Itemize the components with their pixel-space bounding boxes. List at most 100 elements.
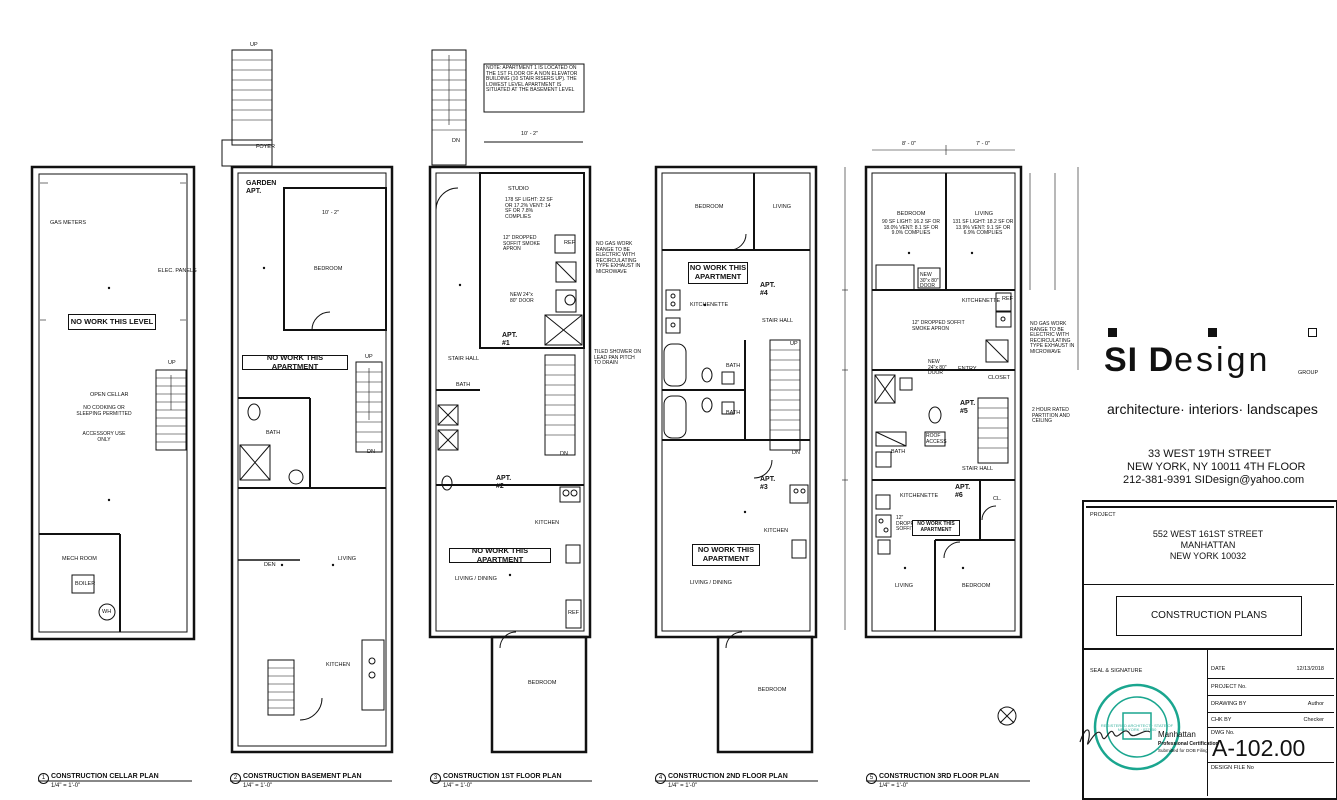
cellar-plan [30,165,196,641]
no-work-box: NO WORK THIS APARTMENT [449,546,551,563]
plan-number: 2 [230,773,241,784]
third-floor-plan [842,145,1079,639]
apartment-note: NOTE: APARTMENT 1 IS LOCATED ON THE 1ST … [486,65,578,93]
apt-1-label: APT. #1 [502,332,518,347]
firm-address-1: 33 WEST 19TH STREET [1148,448,1272,460]
living-label: LIVING [975,211,994,217]
plan-title: CONSTRUCTION CELLAR PLAN [51,773,159,780]
stair-hall-label: STAIR HALL [762,318,794,324]
drawing-by-label: DRAWING BY [1211,701,1247,707]
project-address-3: NEW YORK 10032 [1169,551,1247,561]
drawing-by-value: Author [1307,701,1324,707]
bedroom-info: 90 SF LIGHT: 16.2 SF OR 18.0% VENT: 8.1 … [881,219,941,236]
no-work-box: NO WORK THIS APARTMENT [692,544,760,566]
seal-text: REGISTERED ARCHITECT · STATE OF NEW YORK… [1100,723,1174,733]
gas-meters-label: GAS METERS [50,220,87,226]
firm-tagline: architecture· interiors· landscapes [1107,401,1318,417]
drawing-title: CONSTRUCTION PLANS [1116,596,1302,636]
kitchenette-label: KITCHENETTE [900,493,939,499]
design-file-label: DESIGN FILE No [1211,765,1254,771]
apt-2-label: APT. #2 [496,475,512,490]
living-label: LIVING [895,583,914,589]
roof-access-label: ROOF ACCESS [926,433,947,445]
refrigerator-label: REF [568,610,579,616]
stamp-city: Manhattan [1158,730,1196,739]
elec-panels-label: ELEC. PANELS [158,268,197,274]
dropped-soffit-label: 12" DROPPED SOFFIT [896,515,921,532]
dimension-label: 8' - 0" [902,141,917,147]
stair-hall-label: STAIR HALL [448,356,480,362]
boiler-label: BOILER [75,581,96,587]
studio-label: STUDIO [508,186,529,192]
gas-work-note: NO GAS WORK RANGE TO BE ELECTRIC WITH RE… [1030,321,1075,355]
kitchen-label: KITCHEN [326,662,351,668]
apt-5-label: APT. #5 [960,400,976,415]
refrigerator-label: REF [564,240,575,246]
kitchen-label: KITCHEN [535,520,560,526]
logo-esign: esign [1174,341,1271,379]
refrigerator-label: REF [1002,296,1013,302]
bath-label: BATH [266,430,281,436]
dimension-label: 7' - 0" [976,141,991,147]
bedroom-label: BEDROOM [314,266,343,272]
plan-scale: 1/4" = 1'-0" [51,783,81,789]
date-label: DATE [1211,666,1226,672]
living-label: LIVING [338,556,357,562]
chk-by-value: Checker [1303,717,1324,723]
firm-address-2: NEW YORK, NY 10011 4TH FLOOR [1127,461,1306,473]
bath-label: BATH [891,449,906,455]
logo-group: GROUP [1298,370,1319,376]
living-info: 131 SF LIGHT: 18.2 SF OR 13.9% VENT: 9.1… [952,219,1014,236]
bedroom-label: BEDROOM [758,687,787,693]
foyer-label: FOYER [256,144,275,150]
down-label: DN [560,451,568,457]
soffit-note: 12" DROPPED SOFFIT SMOKE APRON [503,235,541,252]
no-cooking-label: NO COOKING OR SLEEPING PERMITTED [76,405,132,417]
apt-4-label: APT. #4 [760,282,776,297]
stair-hall-label: STAIR HALL [962,466,994,472]
date-value: 12/13/2018 [1296,666,1324,672]
logo-square [1208,328,1217,337]
down-label: DN [452,138,460,144]
bath-label: BATH [726,410,741,416]
architect-seal [1093,683,1181,771]
up-label: UP [168,360,176,366]
studio-info: 178 SF LIGHT: 22 SF OR 17.2% VENT: 14 SF… [505,197,553,220]
stamp-submitted: Submitted for DOB Filing [1158,748,1208,753]
project-label: PROJECT [1090,512,1116,518]
logo-square [1108,328,1117,337]
chk-by-label: CHK BY [1211,717,1232,723]
mech-room-label: MECH ROOM [62,556,97,562]
plan-number: 1 [38,773,49,784]
up-label: UP [365,354,373,360]
apt-3-label: APT. #3 [760,476,776,491]
dimension-label: 10' - 2" [322,210,340,216]
bedroom-label: BEDROOM [962,583,991,589]
plan-scale: 1/4" = 1'-0" [443,783,473,789]
north-arrow [997,706,1017,726]
no-work-box: NO WORK THIS APARTMENT [242,353,348,370]
project-no-label: PROJECT No. [1211,684,1247,690]
den-label: DEN [264,562,276,568]
bedroom-label: BEDROOM [695,204,724,210]
closet-label: CL. [993,496,1002,502]
plan-number: 5 [866,773,877,784]
closet-label: CLOSET [988,375,1011,381]
plan-title: CONSTRUCTION 3RD FLOOR PLAN [879,773,999,780]
stamp-certification: Professional Certification [1158,741,1219,747]
partition-note: 2 HOUR RATED PARTITION AND CEILING [1032,407,1070,424]
plan-number: 3 [430,773,441,784]
open-cellar-label: OPEN CELLAR [90,392,129,398]
down-label: DN [792,450,800,456]
seal-label: SEAL & SIGNATURE [1090,668,1143,674]
dimension-label: 10' - 2" [521,131,539,137]
living-dining-label: LIVING / DINING [455,576,497,582]
new-door-label: NEW 24"x 80" DOOR [510,292,534,304]
down-label: DN [367,449,375,455]
living-label: LIVING [773,204,792,210]
entry-label: ENTRY [958,366,977,372]
plan-title: CONSTRUCTION BASEMENT PLAN [243,773,362,780]
dwg-no-label: DWG No. [1211,730,1235,736]
bath-label: BATH [726,363,741,369]
